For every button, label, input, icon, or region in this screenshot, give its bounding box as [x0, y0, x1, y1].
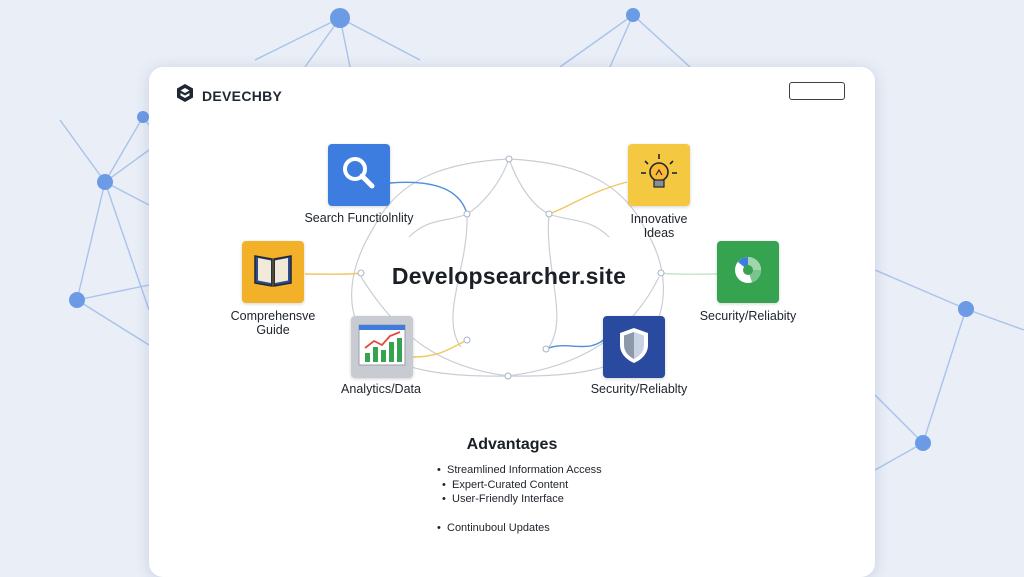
- list-item: Expert-Curated Content: [437, 478, 602, 493]
- cube-logo-icon: [175, 83, 195, 108]
- security-bottom-tile: [603, 316, 665, 378]
- analytics-tile: [351, 316, 413, 378]
- node-security-right-label: Security/Reliabity: [699, 309, 797, 323]
- book-icon: [251, 250, 295, 295]
- node-guide-label: Comprehensve Guide: [230, 309, 316, 337]
- list-item: Streamlined Information Access: [437, 463, 602, 478]
- header-button[interactable]: [789, 82, 845, 100]
- node-security-bottom-label: Security/Reliablty: [590, 382, 688, 396]
- guide-tile: [242, 241, 304, 303]
- background-network: [59, 8, 1024, 471]
- advantages-list: Streamlined Information Access Expert-Cu…: [437, 463, 602, 536]
- search-tile: [328, 144, 390, 206]
- diagram-connections: [304, 155, 718, 380]
- node-ideas-label: Innovative Ideas: [630, 212, 688, 240]
- node-analytics-label: Analytics/Data: [341, 382, 421, 396]
- center-title: Developsearcher.site: [391, 263, 627, 289]
- ideas-tile: [628, 144, 690, 206]
- advantages-title: Advantages: [466, 436, 558, 453]
- magnifier-icon: [339, 153, 379, 198]
- bar-chart-icon: [357, 323, 407, 372]
- list-item: User-Friendly Interface: [437, 492, 602, 507]
- lightbulb-icon: [637, 151, 681, 200]
- list-item: Continuboul Updates: [437, 521, 602, 536]
- shield-icon: [616, 325, 652, 370]
- brand-logo[interactable]: DEVECHBY: [175, 83, 282, 108]
- brand-name: DEVECHBY: [202, 87, 283, 104]
- security-right-tile: [717, 241, 779, 303]
- node-search-label: Search Functiolnlity: [304, 211, 414, 225]
- pie-chart-icon: [730, 252, 766, 293]
- main-card: DEVECHBY: [149, 67, 875, 577]
